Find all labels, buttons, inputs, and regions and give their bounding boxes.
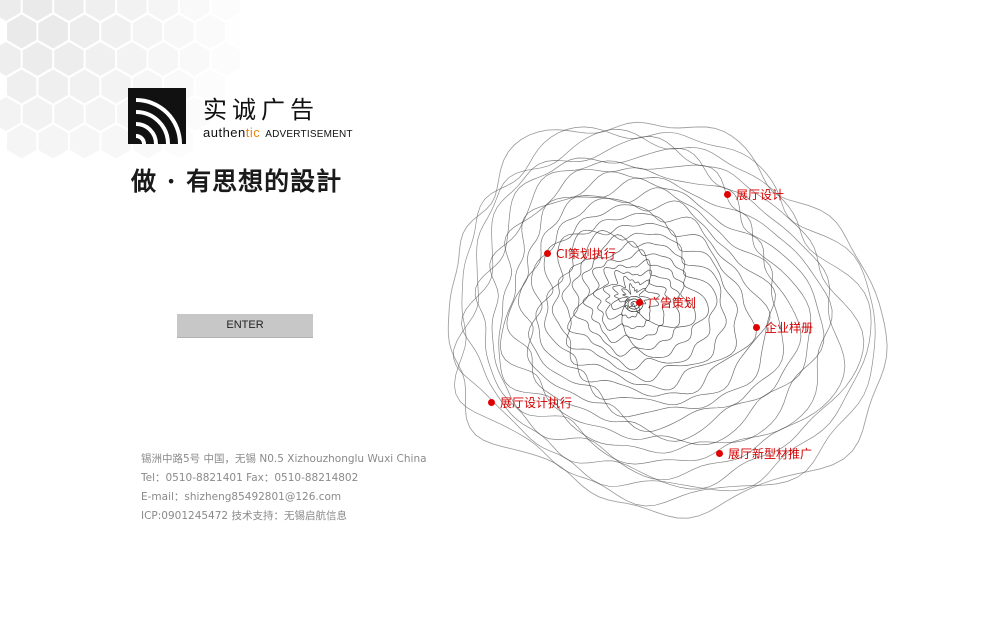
contour-ring [518, 187, 784, 433]
hexagon-shape [54, 0, 84, 21]
contour-ring [551, 223, 738, 391]
brand-name-cn: 实诚广告 [203, 96, 319, 124]
hexagon-shape [22, 0, 53, 21]
service-label: 展厅新型材推广 [728, 447, 813, 461]
hexagon-pattern-background [0, 0, 163, 131]
hexagon-shape [0, 0, 21, 21]
brand-en-suffix: ADVERTISEMENT [265, 129, 353, 140]
service-label: 广告策划 [648, 296, 697, 310]
contour-ring [528, 197, 776, 418]
hexagon-shape [22, 97, 53, 131]
contour-ring [453, 129, 872, 492]
service-label: 企业样册 [765, 321, 814, 335]
contact-email: E-mail：shizheng85492801@126.com [141, 491, 342, 503]
hexagon-shape [85, 42, 116, 76]
hexagon-shape [101, 14, 131, 49]
contour-ring [474, 147, 846, 481]
hexagon-shape [101, 69, 131, 104]
service-label: 展厅设计 [736, 188, 785, 202]
red-dot-icon [716, 450, 723, 457]
contact-icp: ICP:0901245472 技术支持：无锡启航信息 [141, 510, 347, 522]
brand-en-highlight: tic [245, 125, 261, 140]
red-dot-icon [488, 399, 495, 406]
contour-ring [611, 275, 660, 321]
contour-ring [573, 240, 709, 358]
hexagon-shape [69, 69, 100, 104]
hexagon-shape [22, 42, 53, 76]
hexagon-shape [117, 42, 147, 76]
contour-ring [506, 177, 802, 442]
contour-ring [567, 234, 718, 371]
hexagon-shape [85, 0, 116, 21]
slogan: 做 · 有思想的設計 [131, 167, 343, 196]
hexagon-shape [38, 69, 68, 104]
service-link-new-materials[interactable]: 展厅新型材推广 [716, 445, 812, 462]
red-dot-icon [544, 250, 551, 257]
contour-ring [489, 160, 833, 465]
hexagon-shape [69, 14, 100, 49]
hexagon-shape [85, 97, 116, 131]
hexagon-shape [0, 97, 21, 131]
brand-en-prefix: authen [203, 125, 246, 140]
hexagon-shape [132, 14, 163, 49]
red-dot-icon [724, 191, 731, 198]
hexagon-shape [54, 97, 84, 131]
contour-ring [461, 136, 865, 490]
contour-ring [582, 249, 696, 350]
contour-ring [500, 171, 812, 446]
contour-ring [447, 121, 888, 519]
contour-core [624, 295, 644, 313]
contour-ring [454, 126, 876, 507]
service-link-exhibition-execution[interactable]: 展厅设计执行 [488, 394, 572, 411]
enter-button[interactable]: ENTER [177, 314, 313, 338]
contact-address: 锡洲中路5号 中国，无锡 N0.5 Xizhouzhonglu Wuxi Chi… [141, 453, 427, 465]
service-link-ci-planning[interactable]: CI策划执行 [544, 245, 616, 262]
red-dot-icon [636, 299, 643, 306]
hexagon-shape [0, 42, 21, 76]
hexagon-shape [7, 14, 37, 49]
hexagon-shape [117, 0, 147, 21]
contour-ring [544, 212, 757, 397]
red-dot-icon [753, 324, 760, 331]
hexagon-shape [7, 69, 37, 104]
service-link-ad-planning[interactable]: 广告策划 [636, 294, 696, 311]
service-link-corporate-brochure[interactable]: 企业样册 [753, 319, 813, 336]
contour-ring [498, 167, 825, 454]
contact-phone: Tel：0510-8821401 Fax：0510-88214802 [141, 472, 359, 484]
contour-ring [592, 259, 681, 340]
hexagon-shape [54, 42, 84, 76]
contour-ring [618, 282, 650, 314]
service-label: CI策划执行 [556, 247, 616, 261]
service-label: 展厅设计执行 [500, 396, 573, 410]
contour-ring [561, 230, 727, 383]
hexagon-shape [38, 14, 68, 49]
logo-icon [128, 88, 186, 144]
contour-ring [535, 204, 771, 406]
brand-name-en: authentic ADVERTISEMENT [203, 124, 353, 142]
service-link-exhibition-design[interactable]: 展厅设计 [724, 186, 784, 203]
